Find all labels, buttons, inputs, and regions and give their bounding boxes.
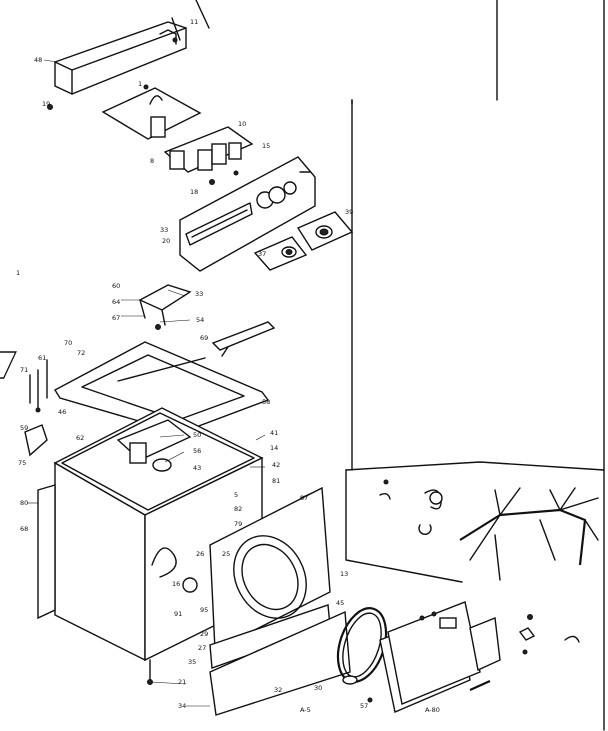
part-label: 54	[196, 316, 204, 324]
part-label: 29	[200, 630, 208, 638]
part-label: 80	[20, 499, 28, 507]
part-label: 1	[138, 80, 142, 88]
part-label: 35	[188, 658, 196, 666]
part-label: 59	[20, 424, 28, 432]
part-label: 16	[172, 580, 180, 588]
part-label: 62	[76, 434, 84, 442]
page-divider	[195, 0, 605, 731]
part-label: 19	[42, 100, 50, 108]
lid-switch-bracket	[138, 284, 192, 330]
control-panel-bar	[47, 17, 187, 110]
small-parts	[518, 614, 580, 655]
part-label: 1	[16, 269, 20, 277]
part-label: 68	[20, 525, 28, 533]
part-label: 10	[238, 120, 246, 128]
part-label: 95	[200, 606, 208, 614]
console-faceplate	[179, 156, 316, 272]
part-label: 79	[234, 520, 242, 528]
part-label: 43	[193, 464, 201, 472]
part-label: 81	[272, 477, 280, 485]
door	[379, 601, 501, 713]
part-label: 8	[150, 157, 154, 165]
part-label: 50	[193, 431, 201, 439]
part-label: 45	[336, 599, 344, 607]
part-label: 26	[196, 550, 204, 558]
part-label: 91	[174, 610, 182, 618]
part-label: 75	[18, 459, 26, 467]
part-label: 32	[274, 686, 282, 694]
leader-lines	[27, 59, 319, 707]
part-label: 41	[270, 429, 278, 437]
part-label: 34	[178, 702, 186, 710]
part-label: 15	[262, 142, 270, 150]
part-label: 71	[20, 366, 28, 374]
part-labels: 48 19 1 11 8 10 18 15 33 20 39 37 60 64 …	[16, 18, 440, 714]
part-label: 48	[34, 56, 42, 64]
timer-assembly	[163, 126, 254, 185]
top-panel	[0, 341, 270, 434]
part-label: 67	[112, 314, 120, 322]
wiring-harness-inset	[345, 461, 605, 583]
part-label: 56	[193, 447, 201, 455]
part-label: 72	[77, 349, 85, 357]
part-label: 37	[258, 250, 266, 258]
door-hardware	[342, 611, 437, 703]
part-label: 13	[340, 570, 348, 578]
part-label: 60	[112, 282, 120, 290]
part-label: 25	[222, 550, 230, 558]
latch	[211, 321, 276, 357]
part-label: 30	[314, 684, 322, 692]
hinge-hardware	[24, 359, 48, 457]
part-label: 18	[190, 188, 198, 196]
part-label: 46	[58, 408, 66, 416]
switch-bracket	[101, 84, 202, 140]
part-label: 33	[195, 290, 203, 298]
part-label: 42	[272, 461, 280, 469]
front-panel	[209, 486, 351, 716]
part-label: 39	[345, 208, 353, 216]
part-label: 58	[262, 398, 270, 406]
part-label: 69	[200, 334, 208, 342]
part-label: A-80	[425, 706, 440, 714]
part-label: 70	[64, 339, 72, 347]
part-label: 21	[178, 678, 186, 686]
part-label: A-5	[300, 706, 311, 714]
knobs	[253, 211, 354, 271]
part-label: 33	[160, 226, 168, 234]
part-label: 87	[300, 494, 308, 502]
part-label: 27	[198, 644, 206, 652]
part-label: 11	[190, 18, 198, 26]
part-label: 82	[234, 505, 242, 513]
part-label: 57	[360, 702, 368, 710]
part-label: 61	[38, 354, 46, 362]
part-label: 20	[162, 237, 170, 245]
part-label: 14	[270, 444, 278, 452]
part-label: 64	[112, 298, 120, 306]
part-label: 5	[234, 491, 238, 499]
